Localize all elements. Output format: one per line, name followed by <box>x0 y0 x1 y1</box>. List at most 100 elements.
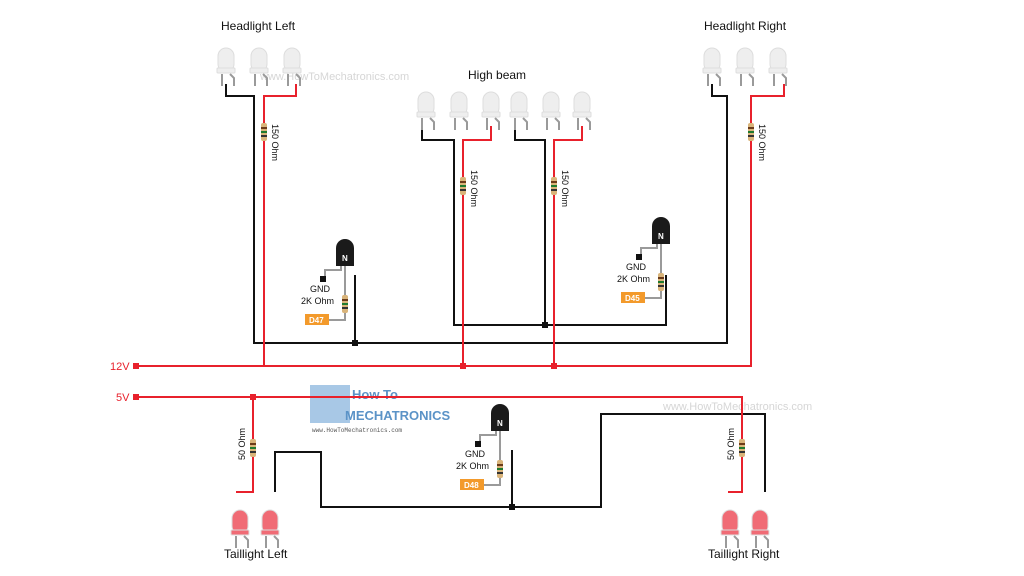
transistor-body-icon <box>652 217 670 244</box>
headlight-left-led-2 <box>282 47 302 86</box>
led-lead <box>243 535 249 548</box>
positive-wires <box>136 84 785 493</box>
led-rim <box>216 67 236 74</box>
resistor-band <box>342 307 348 309</box>
transistor-body-icon <box>336 239 354 266</box>
led-rim <box>416 111 436 118</box>
watermark-top: www.HowToMechatronics.com <box>259 71 409 83</box>
resistor-band <box>460 181 466 183</box>
led-lead <box>273 535 279 548</box>
resistor-label-high-beam-2: 150 Ohm <box>560 170 570 207</box>
resistor-label-taillight-right: 50 Ohm <box>726 428 736 460</box>
led-lead <box>781 73 787 86</box>
transistor-lead <box>324 264 342 278</box>
ground-wires <box>225 84 766 508</box>
led-rim <box>572 111 592 118</box>
transistor-body-icon <box>491 404 509 431</box>
resistor-high-beam-1 <box>460 177 466 195</box>
junctions <box>133 322 557 510</box>
resistor-taillight-right <box>739 439 745 457</box>
resistor-band <box>460 185 466 187</box>
resistor-band <box>497 468 503 470</box>
logo: How To MECHATRONICS www.HowToMechatronic… <box>310 385 451 434</box>
transistor-lead <box>640 242 658 256</box>
led-rim <box>768 67 788 74</box>
resistor-band <box>250 447 256 449</box>
high-beam-led-2 <box>481 91 501 130</box>
led-lead <box>429 117 435 130</box>
resistor-band <box>250 451 256 453</box>
led-lead <box>462 117 468 130</box>
resistor-headlight-right <box>748 123 754 141</box>
logo-line2: MECHATRONICS <box>345 408 451 423</box>
high-beam-led-5 <box>572 91 592 130</box>
label-high-beam: High beam <box>468 68 526 82</box>
resistor-band <box>497 472 503 474</box>
led-lead <box>262 73 268 86</box>
resistor-band <box>748 135 754 137</box>
led-lead <box>585 117 591 130</box>
taillight-left-led-0 <box>230 509 250 548</box>
resistor-label-taillight-left: 50 Ohm <box>237 428 247 460</box>
led-rim <box>750 529 770 536</box>
resistor-band <box>748 127 754 129</box>
led-lead <box>715 73 721 86</box>
resistor-band <box>739 451 745 453</box>
led-rim <box>230 529 250 536</box>
pin-badge <box>460 479 484 490</box>
transistor-type-label: N <box>497 419 503 428</box>
resistor-band <box>551 185 557 187</box>
gnd-terminal <box>636 254 642 260</box>
label-taillight-right: Taillight Right <box>708 547 780 561</box>
gnd-label: GND <box>626 262 647 272</box>
logo-mark-icon <box>310 385 350 423</box>
led-lead <box>763 535 769 548</box>
resistor-band <box>261 131 267 133</box>
taillight-right-led-1 <box>750 509 770 548</box>
led-lead <box>295 73 301 86</box>
base-resistor <box>658 273 664 291</box>
led-rim <box>541 111 561 118</box>
led-rim <box>282 67 302 74</box>
resistor-high-beam-2 <box>551 177 557 195</box>
headlight-right-led-1 <box>735 47 755 86</box>
gnd-terminal <box>320 276 326 282</box>
headlight-right-led-0 <box>702 47 722 86</box>
led-lead <box>748 73 754 86</box>
high-beam-led-4 <box>541 91 561 130</box>
led-rim <box>481 111 501 118</box>
transistor-lead <box>645 242 662 299</box>
pin-label: D48 <box>464 481 479 490</box>
base-resistor-label: 2K Ohm <box>617 274 650 284</box>
high-beam-led-0 <box>416 91 436 130</box>
led-rim <box>249 67 269 74</box>
base-resistor-label: 2K Ohm <box>301 296 334 306</box>
watermark-right: www.HowToMechatronics.com <box>662 401 812 413</box>
resistor-taillight-left <box>250 439 256 457</box>
transistor-type-label: N <box>658 232 664 241</box>
resistor-band <box>658 285 664 287</box>
pin-badge <box>621 292 645 303</box>
pin-label: D45 <box>625 294 640 303</box>
led-lead <box>733 535 739 548</box>
led-rim <box>449 111 469 118</box>
led-lead <box>522 117 528 130</box>
headlight-left-led-1 <box>249 47 269 86</box>
pin-badge <box>305 314 329 325</box>
transistor-type-label: N <box>342 254 348 263</box>
led-lead <box>229 73 235 86</box>
led-lead <box>554 117 560 130</box>
logo-url: www.HowToMechatronics.com <box>312 427 402 434</box>
taillight-left-led-1 <box>260 509 280 548</box>
resistor-band <box>748 131 754 133</box>
gnd-label: GND <box>310 284 331 294</box>
led-rim <box>735 67 755 74</box>
base-resistor <box>497 460 503 478</box>
label-headlight-left: Headlight Left <box>221 19 296 33</box>
resistor-band <box>658 281 664 283</box>
resistor-band <box>739 443 745 445</box>
led-rim <box>509 111 529 118</box>
